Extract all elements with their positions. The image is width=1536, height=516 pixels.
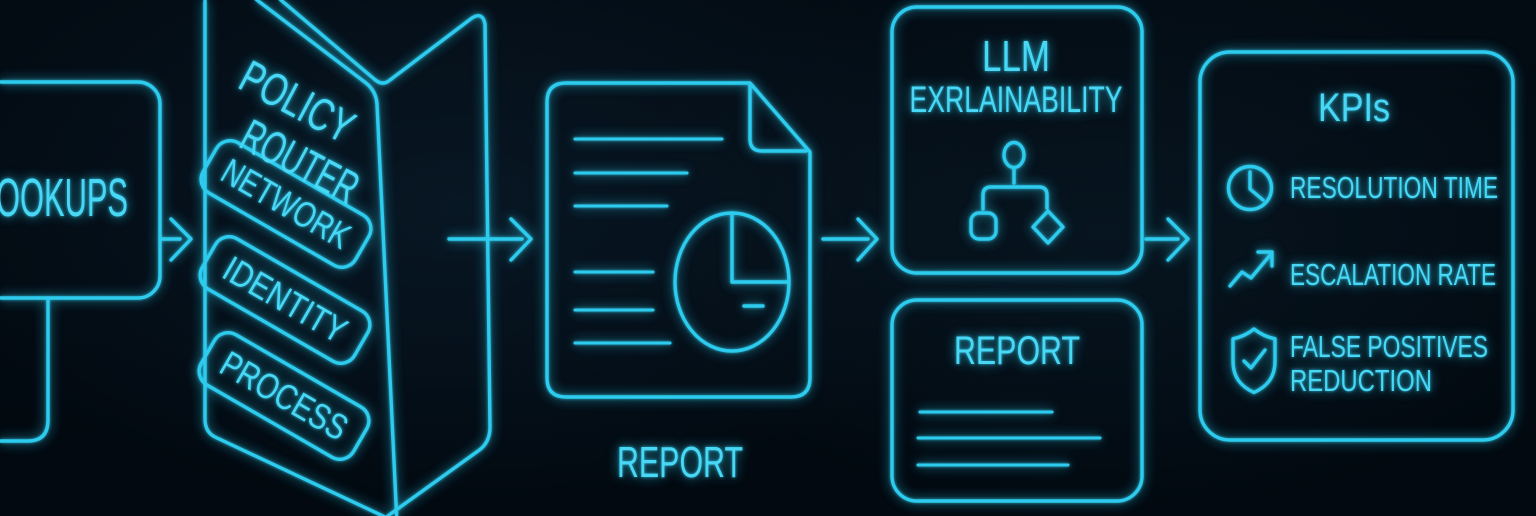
kpi-label-escalation-rate: ESCALATION RATE [1290,257,1496,292]
chip-process: PROCESS [197,331,371,461]
kpi-label-false-positives: FALSE POSITIVES [1290,329,1488,364]
flowchart-icon [969,140,1065,245]
flow-arrow [447,217,533,262]
chip-process-label: PROCESS [213,343,355,449]
trend-up-icon [1228,250,1274,288]
report-box-title: REPORT [954,329,1080,373]
flow-arrow [1144,217,1190,262]
llm-subtitle: EXRLAINABILITY [910,79,1123,120]
lookups-label: OOKUPS [0,168,128,228]
clock-icon [1226,164,1274,212]
kpi-label-resolution-time: RESOLUTION TIME [1290,170,1498,205]
policy-router-box [203,0,492,516]
flow-arrow [158,217,193,262]
kpi-label-reduction: REDUCTION [1290,363,1432,398]
chip-identity: IDENTITY [198,235,372,365]
kpis-title: KPIs [1318,86,1390,130]
report-box-lines [916,410,1102,467]
report-box [890,298,1144,503]
pie-chart-icon [673,211,791,353]
lookups-box [0,80,162,300]
folded-corner-icon [748,83,808,153]
llm-box [890,5,1144,275]
connector-line [0,296,50,443]
llm-title: LLM [982,32,1050,81]
shield-check-icon [1231,327,1277,395]
flow-arrow [821,217,879,262]
report-document-label: REPORT [617,438,743,487]
document-icon [545,81,812,399]
document-text-lines [573,137,724,345]
kpis-box [1198,50,1515,442]
